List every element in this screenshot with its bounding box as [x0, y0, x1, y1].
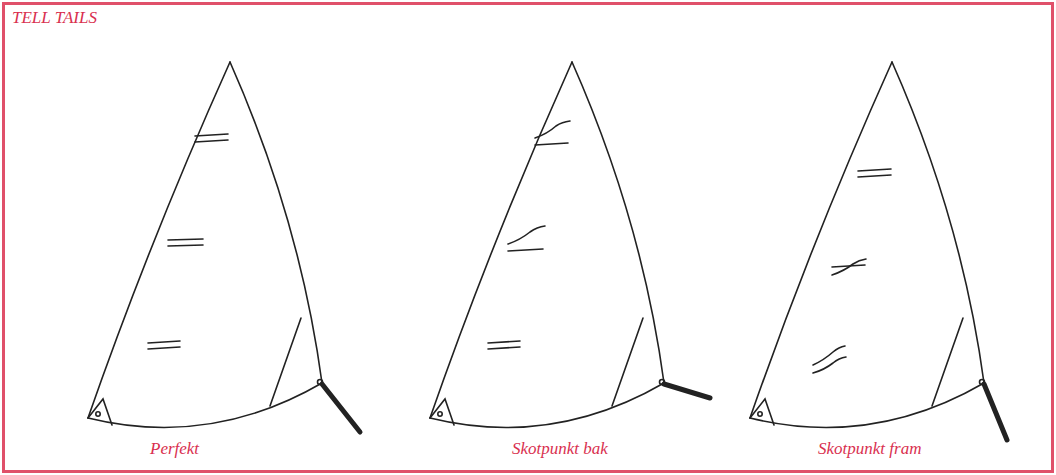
diagram-title: TELL TAILS: [12, 8, 97, 28]
sail: [430, 62, 665, 427]
sail: [88, 62, 323, 427]
sail-caption: Skotpunkt fram: [818, 439, 921, 459]
sail-caption: Skotpunkt bak: [512, 439, 608, 459]
sail: [750, 62, 985, 427]
sail-caption: Perfekt: [150, 439, 199, 459]
